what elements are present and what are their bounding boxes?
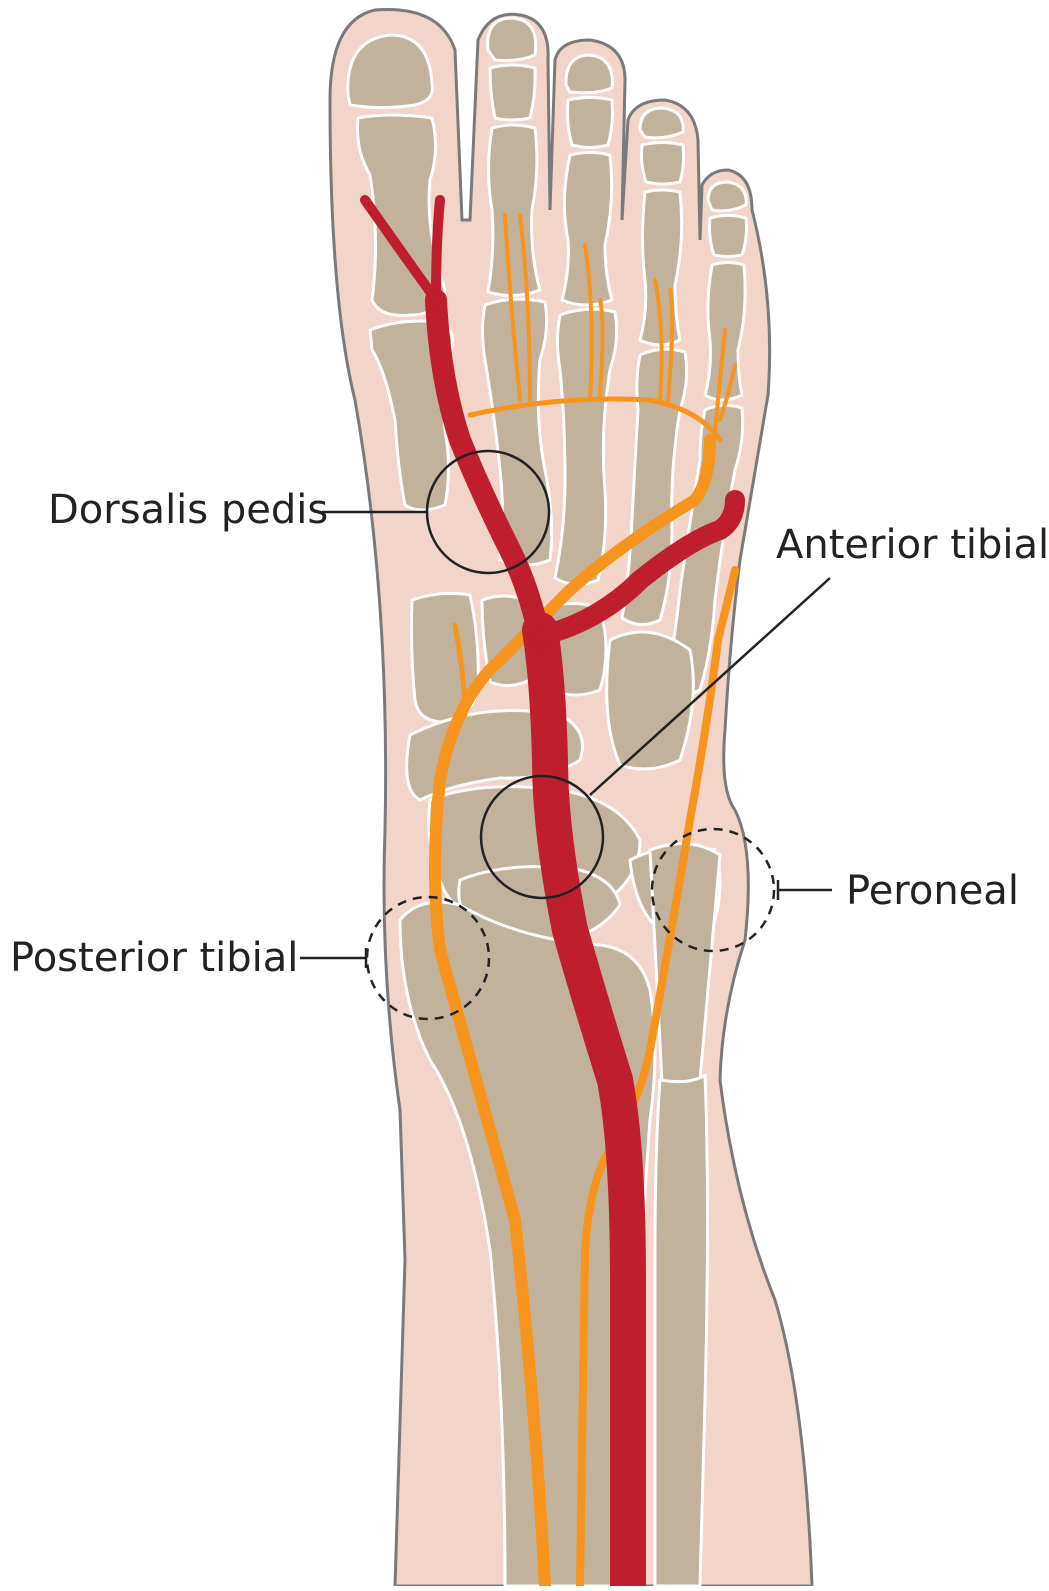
- toe3-distal-phalanx: [566, 55, 612, 93]
- fibula: [655, 1075, 708, 1586]
- toe4-distal-phalanx: [640, 108, 683, 138]
- toe4-middle-phalanx: [642, 143, 684, 185]
- nerve-toe3b: [600, 300, 603, 398]
- toe5-distal-phalanx: [708, 182, 746, 211]
- toe3-middle-phalanx: [568, 98, 613, 148]
- peroneal-label: Peroneal: [846, 871, 1019, 911]
- toe2-middle-phalanx: [490, 65, 535, 120]
- toe3-proximal-phalanx: [562, 153, 612, 306]
- toe5-middle-phalanx: [710, 216, 747, 257]
- posterior-tibial-label: Posterior tibial: [10, 938, 298, 978]
- dorsalis-pedis-label: Dorsalis pedis: [48, 490, 328, 530]
- artery-dorsalis-pedis-upper: [436, 200, 440, 300]
- toe2-distal-phalanx: [488, 18, 536, 60]
- toe2-proximal-phalanx: [488, 125, 540, 296]
- anterior-tibial-label: Anterior tibial: [776, 525, 1049, 565]
- cuboid: [607, 632, 694, 769]
